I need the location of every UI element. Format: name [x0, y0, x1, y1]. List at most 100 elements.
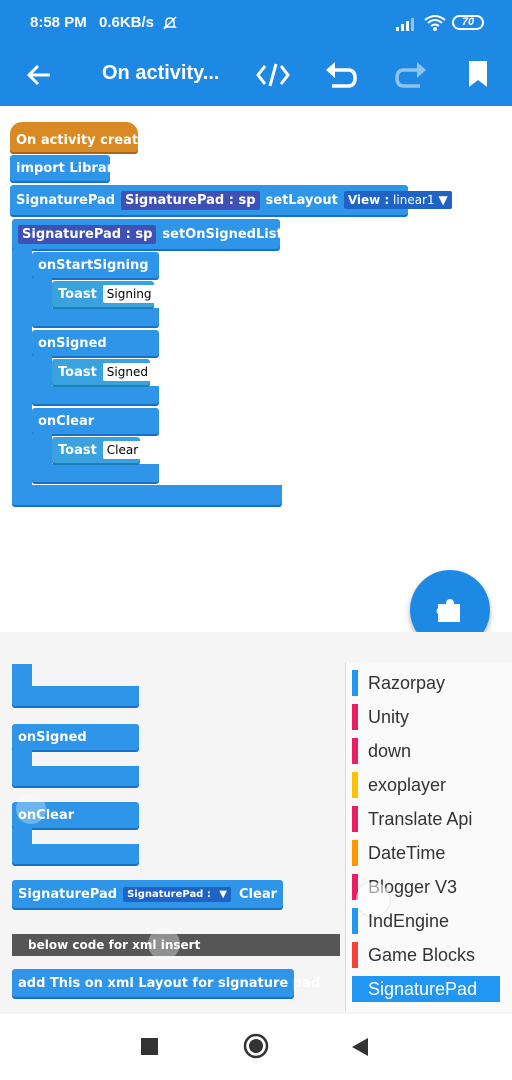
category-label: down [368, 740, 412, 761]
event-label: onClear [38, 413, 95, 429]
event-on-signed[interactable]: onSigned [32, 330, 159, 356]
set-layout-object-label: SignaturePad [16, 192, 116, 208]
xml-comment-label: below code for xml insert [28, 938, 201, 952]
add-xml-layout-block[interactable]: add This on xml Layout for signature pad [12, 969, 320, 997]
status-bar: 8:58 PM 0.6KB/s 70 [0, 0, 512, 44]
category-color-bar [352, 806, 358, 832]
signaturepad-dropdown[interactable]: SignaturePad : ▼ [123, 886, 231, 902]
set-layout-method-label: setLayout [265, 192, 338, 208]
event-on-start-signing[interactable]: onStartSigning [32, 252, 159, 278]
toast-text-input[interactable]: Signing [102, 285, 156, 303]
add-xml-layout-label: add This on xml Layout for signature pad [18, 975, 321, 991]
signal-icon [396, 18, 414, 31]
on-activity-create-block[interactable]: On activity create [10, 122, 147, 152]
category-color-bar [352, 874, 358, 900]
import-library-label: import Library [16, 160, 122, 176]
category-datetime[interactable]: DateTime [352, 840, 445, 866]
category-color-bar [352, 738, 358, 764]
redo-icon[interactable] [394, 60, 428, 90]
category-blogger-v3[interactable]: Blogger V3 [352, 874, 457, 900]
category-game-blocks[interactable]: Game Blocks [352, 942, 475, 968]
battery-icon: 70 [452, 15, 484, 30]
listener-method-label: setOnSignedListener [162, 226, 316, 242]
category-label: Game Blocks [368, 944, 476, 965]
signaturepad-dropdown-value: SignaturePad : [127, 888, 211, 900]
event-label: onSigned [38, 335, 107, 351]
recent-apps-icon[interactable] [141, 1038, 158, 1055]
view-dropdown[interactable]: View : linear1 ▼ [343, 191, 452, 209]
toast-block[interactable]: Toast Signing [52, 281, 156, 307]
palette-clamp-foot [12, 766, 139, 786]
category-color-bar [352, 670, 358, 696]
touch-ripple [148, 928, 180, 960]
on-activity-create-label: On activity create [16, 132, 147, 148]
import-library-block[interactable]: import Library [10, 155, 122, 181]
category-label: Translate Api [368, 808, 473, 829]
category-color-bar [352, 772, 358, 798]
view-dropdown-label: View : [347, 193, 390, 207]
category-razorpay[interactable]: Razorpay [352, 670, 445, 696]
listener-var-chip[interactable]: SignaturePad : sp [18, 224, 157, 244]
status-time: 8:58 PM [30, 14, 87, 31]
back-arrow-icon[interactable] [26, 63, 52, 87]
toast-block[interactable]: Toast Signed [52, 359, 152, 385]
signaturepad-var-chip[interactable]: SignaturePad : sp [121, 190, 260, 210]
toast-label: Toast [58, 442, 97, 458]
event-clamp-arm [32, 434, 52, 464]
category-down[interactable]: down [352, 738, 411, 764]
home-icon[interactable] [242, 1032, 270, 1060]
toast-label: Toast [58, 286, 97, 302]
category-label: exoplayer [368, 774, 447, 795]
code-view-icon[interactable] [256, 62, 290, 88]
category-translate-api[interactable]: Translate Api [352, 806, 472, 832]
category-label: SignaturePad [368, 978, 478, 999]
category-unity[interactable]: Unity [352, 704, 409, 730]
category-color-bar [352, 840, 358, 866]
category-color-bar [352, 942, 358, 968]
screen-title: On activity... [102, 62, 220, 84]
mute-bell-icon [163, 16, 177, 30]
palette-clamp-foot [12, 686, 139, 706]
system-nav-bar [0, 1014, 512, 1080]
bookmark-icon[interactable] [468, 60, 488, 88]
palette-on-signed-label: onSigned [18, 729, 87, 745]
palette-on-signed-block[interactable]: onSigned [12, 724, 139, 750]
category-color-bar [352, 976, 358, 1002]
toast-block[interactable]: Toast Clear [52, 437, 143, 463]
app-toolbar: On activity... [0, 44, 512, 106]
category-indengine[interactable]: IndEngine [352, 908, 449, 934]
dropdown-arrow-icon: ▼ [438, 193, 448, 207]
undo-icon[interactable] [324, 60, 358, 90]
event-clamp-arm [32, 278, 52, 308]
toast-text-input[interactable]: Clear [102, 441, 143, 459]
listener-clamp-foot [12, 485, 282, 505]
event-clamp-foot [32, 464, 159, 482]
toast-label: Toast [58, 364, 97, 380]
category-label: DateTime [368, 842, 446, 863]
xml-comment-block[interactable]: below code for xml insert [12, 934, 340, 956]
touch-ripple [16, 794, 46, 824]
puzzle-piece-icon [436, 599, 460, 622]
category-label: Unity [368, 706, 410, 727]
event-on-clear[interactable]: onClear [32, 408, 159, 434]
category-list [345, 662, 512, 1012]
dropdown-arrow-icon: ▼ [219, 888, 227, 900]
palette-clamp-foot [12, 844, 139, 864]
listener-clamp-arm [12, 249, 32, 485]
event-label: onStartSigning [38, 257, 149, 273]
palette-on-clear-block[interactable]: onClear [12, 802, 139, 828]
set-on-signed-listener-block[interactable]: SignaturePad : sp setOnSignedListener [12, 219, 316, 249]
category-exoplayer[interactable]: exoplayer [352, 772, 446, 798]
palette-clear-block[interactable]: SignaturePad SignaturePad :▼ Clear [12, 880, 283, 908]
event-clamp-arm [32, 356, 52, 386]
palette-on-clear-label: onClear [18, 807, 75, 823]
palette-clear-method-label: Clear [239, 886, 277, 902]
view-dropdown-value: linear1 [393, 193, 435, 207]
back-nav-icon[interactable] [350, 1036, 370, 1058]
event-clamp-foot [32, 386, 159, 404]
category-signaturepad[interactable]: SignaturePad [352, 976, 500, 1002]
category-label: Razorpay [368, 672, 446, 693]
palette-clamp-arm [12, 664, 32, 688]
set-layout-block[interactable]: SignaturePad SignaturePad : sp setLayout… [10, 185, 452, 215]
toast-text-input[interactable]: Signed [102, 363, 152, 381]
